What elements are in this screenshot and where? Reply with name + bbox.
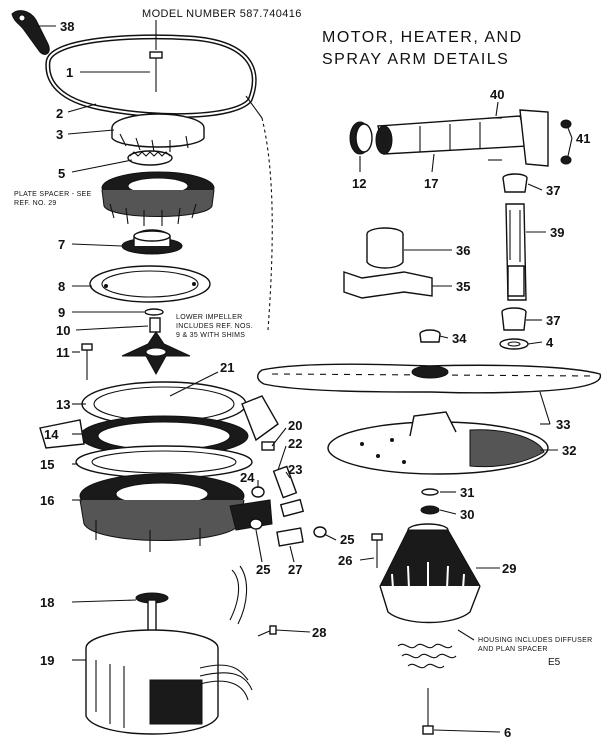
callout-5: 5 — [58, 166, 65, 181]
callout-15: 15 — [40, 457, 54, 472]
part-18-shaft — [135, 592, 169, 641]
part-17-spray-tube — [375, 109, 549, 167]
part-36-bearing — [366, 227, 404, 269]
callout-24: 24 — [240, 470, 255, 485]
part-35-spacer — [343, 271, 433, 299]
part-16-lower-housing — [79, 473, 273, 552]
callout-8: 8 — [58, 279, 65, 294]
callout-23: 23 — [288, 462, 302, 477]
callout-12: 12 — [352, 176, 366, 191]
callout-40: 40 — [490, 87, 504, 102]
callout-30: 30 — [460, 507, 474, 522]
callout-numbers: 38 1 2 3 5 7 8 9 10 11 13 14 15 16 18 19… — [40, 19, 590, 740]
callout-22: 22 — [288, 436, 302, 451]
part-39-hose — [505, 203, 527, 301]
small-hoses-clamps — [249, 441, 327, 547]
part-6-screw — [422, 688, 434, 735]
callout-32: 32 — [562, 443, 576, 458]
note-housing-line-1: HOUSING INCLUDES DIFFUSER — [478, 637, 592, 644]
callout-2: 2 — [56, 106, 63, 121]
diffuser-pieces — [397, 643, 457, 669]
callout-25-left: 25 — [256, 562, 270, 577]
callout-19: 19 — [40, 653, 54, 668]
part-34-nut — [419, 329, 441, 343]
callout-3: 3 — [56, 127, 63, 142]
part-33-spray-arm — [257, 363, 602, 394]
callout-28: 28 — [312, 625, 326, 640]
note-lower-impeller-line-1: LOWER IMPELLER — [176, 314, 242, 321]
parts-40-41-screws — [488, 117, 572, 165]
callout-21: 21 — [220, 360, 234, 375]
part-19-motor — [85, 565, 253, 735]
callout-14: 14 — [44, 427, 59, 442]
part-2-heater-element — [45, 34, 273, 331]
callout-4: 4 — [546, 335, 554, 350]
callout-25-right: 25 — [340, 532, 354, 547]
pump-housing-assembly — [39, 381, 279, 479]
callout-9: 9 — [58, 305, 65, 320]
part-26-screw — [371, 533, 383, 568]
part-31-washer — [421, 488, 439, 496]
callout-13: 13 — [56, 397, 70, 412]
note-plate-spacer-line-1: PLATE SPACER - SEE — [14, 191, 92, 198]
part-12-cap — [349, 121, 373, 155]
part-37-coupling-bottom — [501, 307, 527, 331]
part-1-screw — [149, 51, 163, 92]
page-code: E5 — [548, 657, 561, 668]
plate-spacer — [101, 171, 215, 226]
callout-37-bottom: 37 — [546, 313, 560, 328]
part-37-coupling-top — [502, 173, 528, 193]
title-line-2: SPRAY ARM DETAILS — [322, 51, 509, 68]
callout-37-top: 37 — [546, 183, 560, 198]
callout-1: 1 — [66, 65, 73, 80]
note-plate-spacer-line-2: REF. NO. 29 — [14, 200, 57, 207]
callout-26: 26 — [338, 553, 352, 568]
callout-34: 34 — [452, 331, 467, 346]
callout-36: 36 — [456, 243, 470, 258]
callout-39: 39 — [550, 225, 564, 240]
callout-27: 27 — [288, 562, 302, 577]
part-3-impeller-cover — [111, 113, 205, 153]
callout-17: 17 — [424, 176, 438, 191]
part-38-bracket — [11, 10, 50, 55]
note-lower-impeller-line-3: 9 & 35 WITH SHIMS — [176, 332, 245, 339]
callout-7: 7 — [58, 237, 65, 252]
part-7-seal — [121, 229, 183, 255]
callout-33: 33 — [556, 417, 570, 432]
part-28-screw — [257, 625, 277, 637]
callout-31: 31 — [460, 485, 474, 500]
part-29-housing — [379, 523, 481, 624]
leader-lines — [36, 20, 573, 733]
callout-29: 29 — [502, 561, 516, 576]
part-9-washer — [144, 308, 164, 316]
callout-35: 35 — [456, 279, 470, 294]
part-4-washer — [499, 338, 529, 350]
callout-10: 10 — [56, 323, 70, 338]
note-housing-line-2: AND PLAN SPACER — [478, 646, 548, 653]
callout-20: 20 — [288, 418, 302, 433]
part-5-gear — [127, 150, 173, 166]
part-11-screw — [81, 343, 93, 380]
callout-18: 18 — [40, 595, 54, 610]
model-number: MODEL NUMBER 587.740416 — [142, 8, 302, 20]
callout-6: 6 — [504, 725, 511, 740]
callout-38: 38 — [60, 19, 74, 34]
part-30-washer — [420, 505, 440, 515]
callout-16: 16 — [40, 493, 54, 508]
callout-41: 41 — [576, 131, 590, 146]
part-8-plate — [89, 265, 211, 303]
part-10-lower-impeller — [121, 317, 191, 376]
part-32-plate — [327, 411, 549, 475]
title-line-1: MOTOR, HEATER, AND — [322, 29, 523, 46]
note-lower-impeller-line-2: INCLUDES REF. NOS. — [176, 323, 253, 330]
callout-11: 11 — [56, 345, 70, 360]
